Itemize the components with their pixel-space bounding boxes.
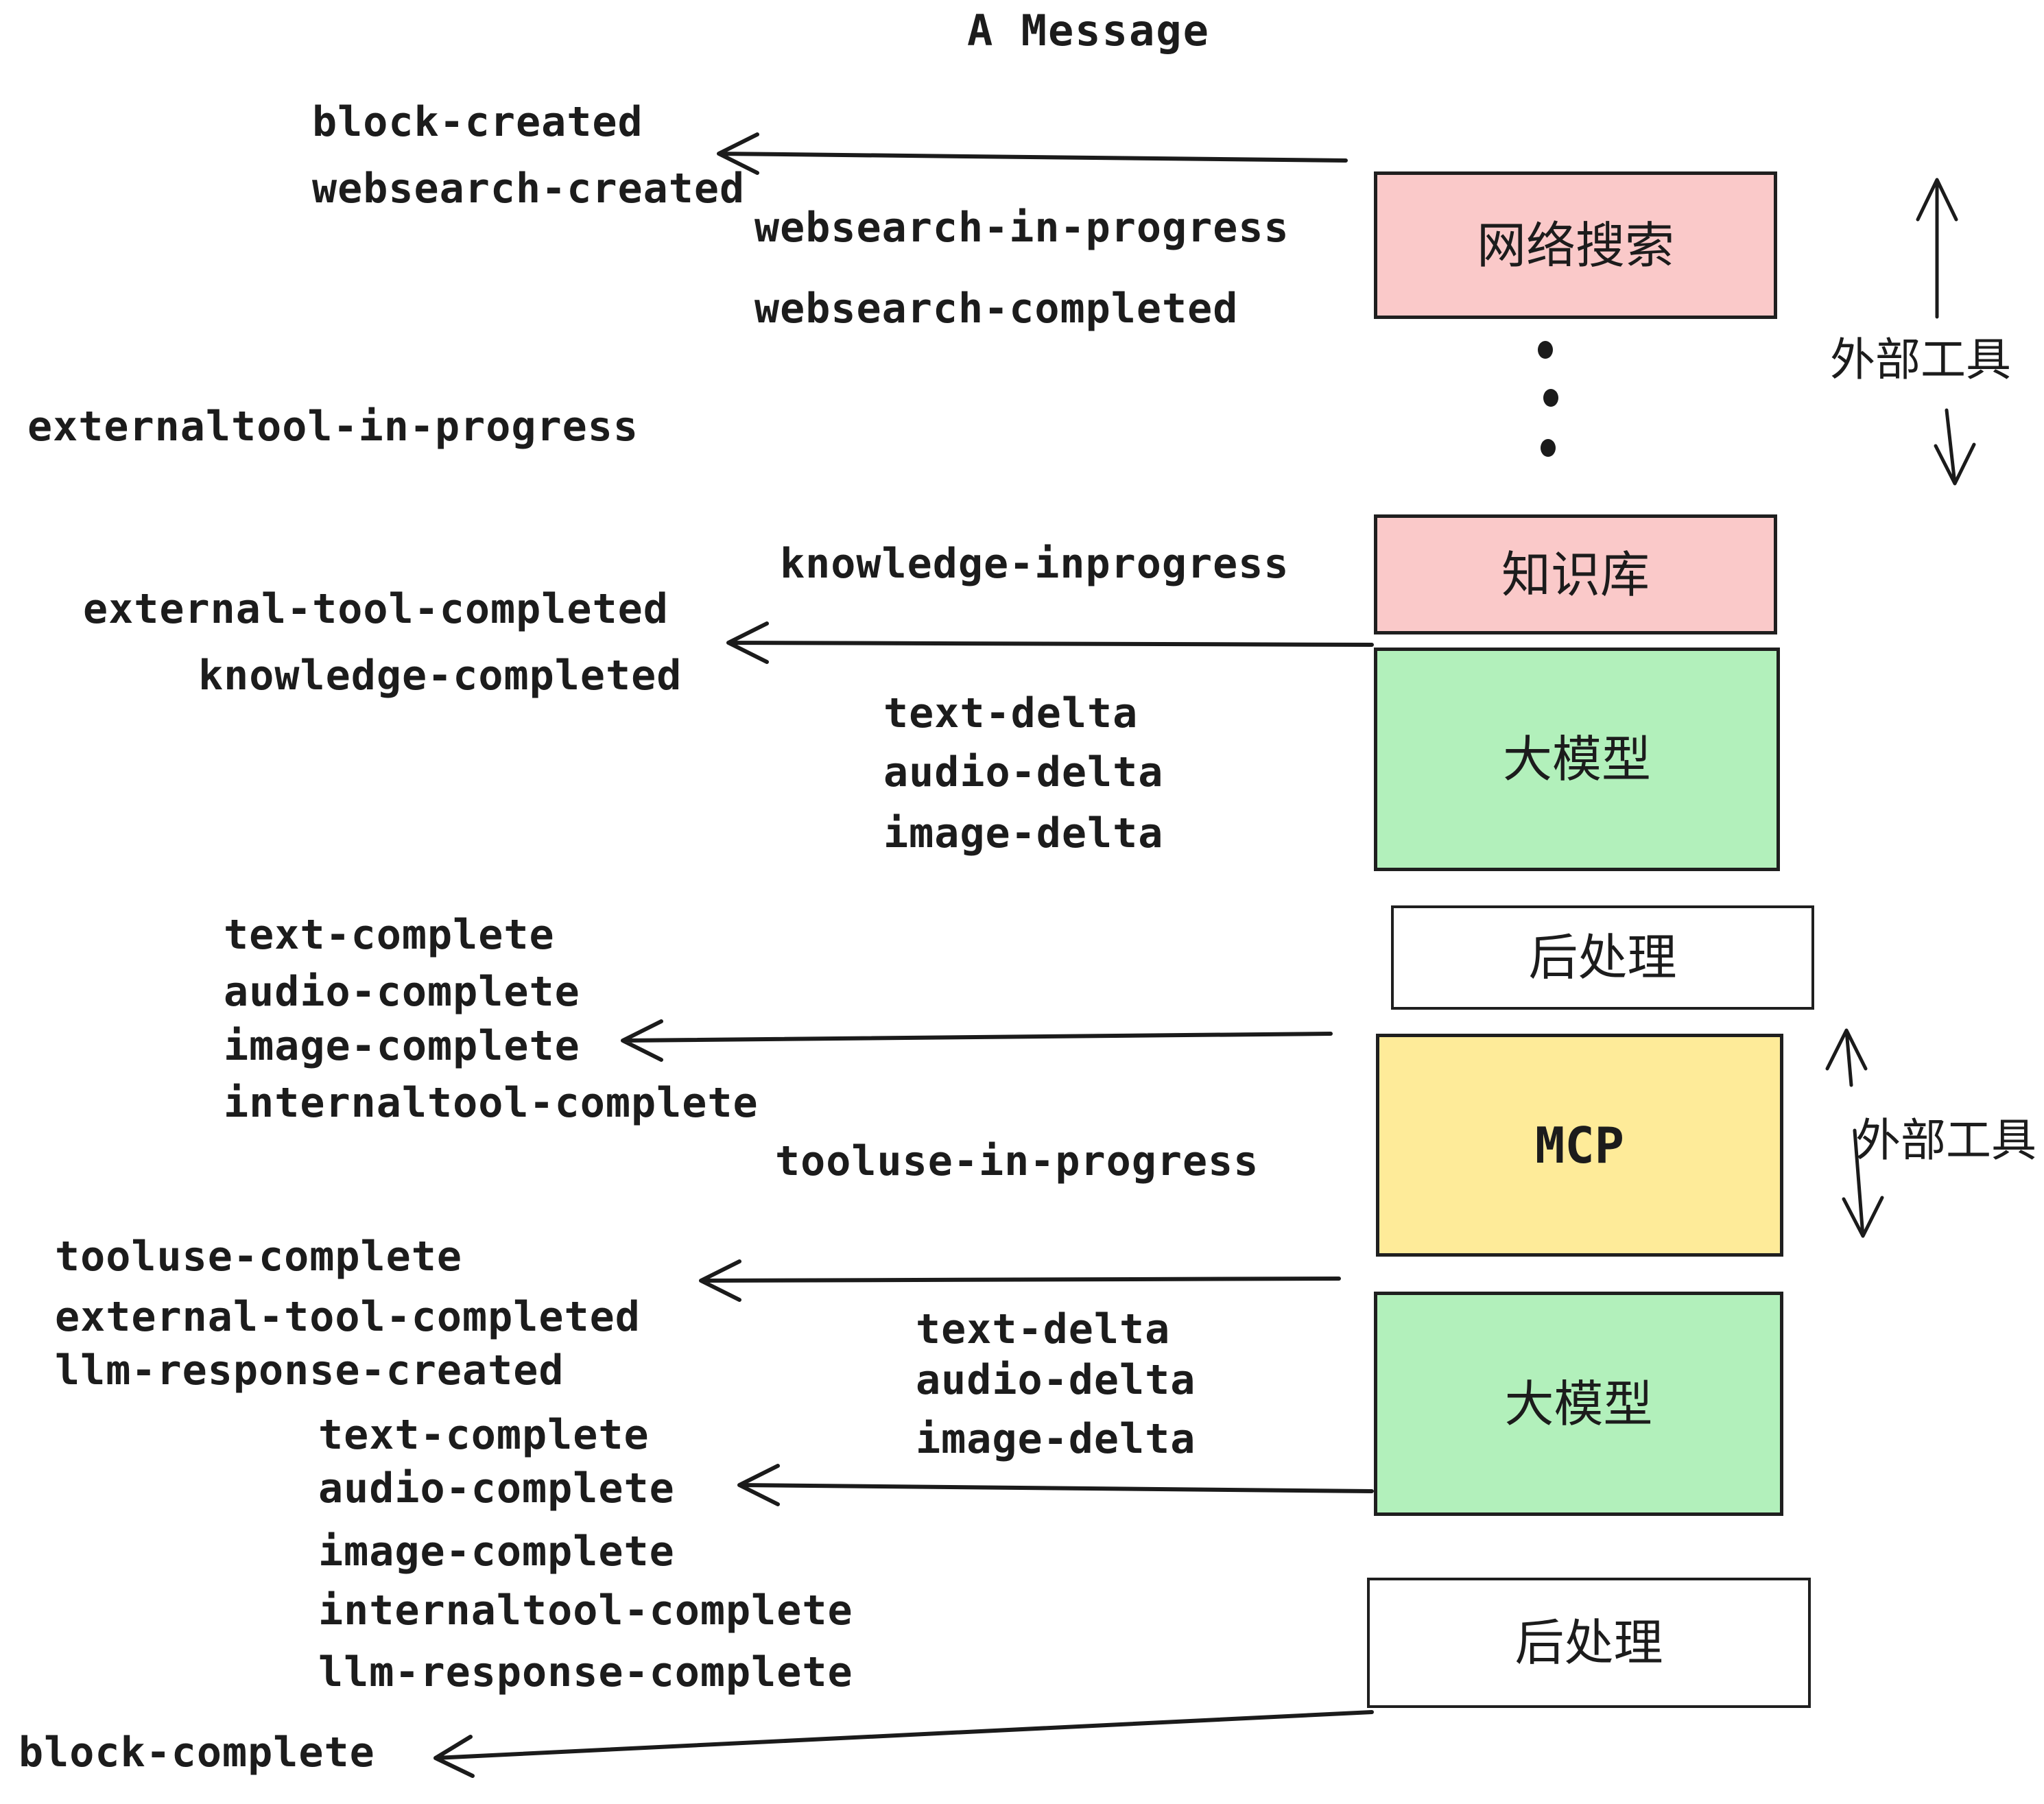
arrow-external-tools-1-down <box>1934 408 1976 486</box>
box-llm-1: 大模型 <box>1374 648 1780 871</box>
event-label-image-complete-2: image-complete <box>318 1528 675 1576</box>
arrow-knowledge-to-completed <box>726 621 1374 664</box>
ellipsis-dot-2 <box>1543 389 1558 407</box>
box-llm-1-label: 大模型 <box>1502 731 1651 788</box>
event-label-block-complete: block-complete <box>19 1729 375 1777</box>
box-post-2: 后处理 <box>1367 1578 1811 1708</box>
event-label-websearch-created: websearch-created <box>312 165 746 213</box>
event-label-internaltool-complete-2: internaltool-complete <box>318 1587 853 1635</box>
box-post-1-label: 后处理 <box>1528 929 1677 986</box>
arrow-llm1-to-complete-list <box>621 1019 1333 1062</box>
event-label-llm-response-complete: llm-response-complete <box>318 1648 853 1696</box>
box-llm-2: 大模型 <box>1374 1292 1783 1516</box>
event-label-text-delta-2: text-delta <box>916 1305 1171 1353</box>
arrow-websearch-to-created <box>717 132 1348 175</box>
event-label-text-complete-2: text-complete <box>318 1411 650 1459</box>
event-label-external-tool-completed: external-tool-completed <box>83 585 669 633</box>
ellipsis-dot-1 <box>1538 341 1553 359</box>
arrow-llm2-to-complete-list <box>737 1464 1374 1506</box>
event-label-audio-delta-1: audio-delta <box>883 748 1164 796</box>
arrow-external-tools-2-up <box>1825 1028 1868 1087</box>
event-label-websearch-completed: websearch-completed <box>754 285 1239 333</box>
arrow-mcp-to-tooluse-complete <box>699 1259 1341 1302</box>
box-websearch-label: 网络搜索 <box>1476 216 1674 274</box>
event-label-audio-complete-1: audio-complete <box>224 968 580 1016</box>
diagram-title: A Message <box>967 5 1210 56</box>
event-label-block-created: block-created <box>312 98 643 146</box>
box-websearch: 网络搜索 <box>1374 171 1777 319</box>
event-label-internaltool-complete-1: internaltool-complete <box>224 1079 759 1127</box>
event-label-image-delta-2: image-delta <box>916 1415 1196 1463</box>
box-post-1: 后处理 <box>1391 905 1814 1010</box>
event-label-external-tool-completed-2: external-tool-completed <box>55 1293 641 1341</box>
event-label-tooluse-complete: tooluse-complete <box>55 1233 462 1281</box>
event-label-knowledge-inprogress: knowledge-inprogress <box>780 540 1290 588</box>
side-label-external-tools-1: 外部工具 <box>1830 333 2011 386</box>
box-mcp-label: MCP <box>1534 1116 1625 1174</box>
box-post-2-label: 后处理 <box>1514 1614 1663 1672</box>
arrow-external-tools-1-up <box>1916 178 1958 319</box>
event-label-llm-response-created: llm-response-created <box>55 1346 565 1394</box>
box-llm-2-label: 大模型 <box>1504 1375 1653 1433</box>
event-label-image-delta-1: image-delta <box>883 809 1164 857</box>
side-label-external-tools-2: 外部工具 <box>1855 1114 2036 1167</box>
event-label-image-complete-1: image-complete <box>224 1022 580 1070</box>
event-label-websearch-in-progress: websearch-in-progress <box>754 204 1290 252</box>
arrow-post2-to-block-complete <box>433 1710 1374 1778</box>
box-mcp: MCP <box>1376 1034 1783 1257</box>
box-knowledge: 知识库 <box>1374 514 1777 634</box>
event-label-audio-delta-2: audio-delta <box>916 1356 1196 1404</box>
event-label-externaltool-in-progress: externaltool-in-progress <box>27 403 639 451</box>
event-label-tooluse-in-progress: tooluse-in-progress <box>775 1137 1259 1185</box>
event-label-audio-complete-2: audio-complete <box>318 1464 675 1512</box>
ellipsis-dot-3 <box>1541 439 1556 457</box>
event-label-text-complete-1: text-complete <box>224 911 555 959</box>
box-knowledge-label: 知识库 <box>1501 545 1650 604</box>
event-label-knowledge-completed: knowledge-completed <box>198 652 682 700</box>
event-label-text-delta-1: text-delta <box>883 689 1139 737</box>
